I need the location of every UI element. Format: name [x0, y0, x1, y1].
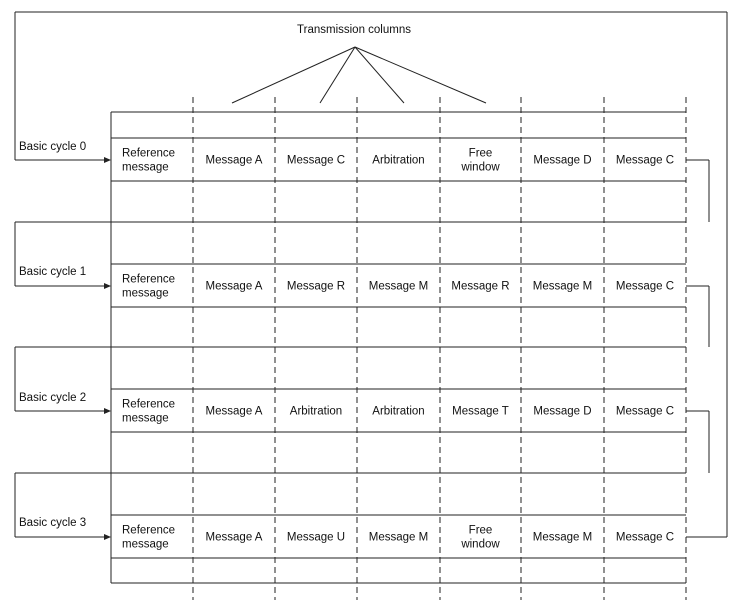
cycle-label-0: Basic cycle 0: [19, 141, 86, 153]
cycle-3-cell-1: Message A: [206, 532, 263, 544]
cycle-2-cell-6: Message C: [616, 406, 674, 418]
cycle-2-cell-3: Arbitration: [372, 406, 424, 418]
cycle-0-cell-3: Arbitration: [372, 155, 424, 167]
title-fan-line-3: [354, 46, 487, 104]
cycle-3-arrow-head: [104, 534, 111, 540]
cycle-3-cell-5: Message M: [533, 532, 592, 544]
transmission-columns-title: Transmission columns: [297, 24, 411, 36]
cycle-0-cell-6: Message C: [616, 155, 674, 167]
cycle-1-cell-6: Message C: [616, 281, 674, 293]
cycle-0-arrow-head: [104, 157, 111, 163]
cycle-3-cell-2: Message U: [287, 532, 345, 544]
cycle-1-cell-5: Message M: [533, 281, 592, 293]
cycle-0-cell-1: Message A: [206, 155, 263, 167]
diagram-lines: [14, 11, 728, 600]
cycle-0-cell-2: Message C: [287, 155, 345, 167]
cycle-3-cell-3: Message M: [369, 532, 428, 544]
cycle-2-cell-5: Message D: [533, 406, 591, 418]
cycle-label-2: Basic cycle 2: [19, 392, 86, 404]
cycle-1-arrow-head: [104, 283, 111, 289]
cycle-label-1: Basic cycle 1: [19, 266, 86, 278]
title-fan-line-1: [319, 46, 356, 104]
title-fan-line-2: [354, 46, 405, 104]
cycle-2-arrow-head: [104, 408, 111, 414]
cycle-2-cell-4: Message T: [452, 406, 509, 418]
cycle-2-cell-2: Arbitration: [290, 406, 342, 418]
title-fan-line-0: [231, 46, 356, 104]
cycle-1-cell-4: Message R: [451, 281, 509, 293]
cycle-3-cell-6: Message C: [616, 532, 674, 544]
cycle-1-cell-1: Message A: [206, 281, 263, 293]
cycle-0-cell-5: Message D: [533, 155, 591, 167]
cycle-1-cell-2: Message R: [287, 281, 345, 293]
cycle-1-cell-3: Message M: [369, 281, 428, 293]
cycle-2-cell-1: Message A: [206, 406, 263, 418]
cycle-label-3: Basic cycle 3: [19, 517, 86, 529]
